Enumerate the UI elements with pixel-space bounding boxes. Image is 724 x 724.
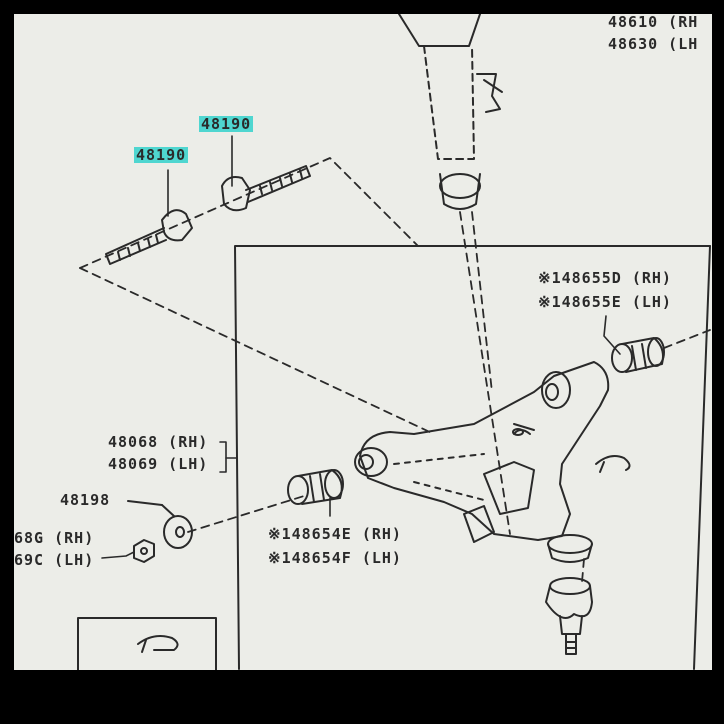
parts-diagram-sheet: 48610 (RH 48630 (LH 48190 48190 ※148655D… — [14, 14, 712, 670]
cam-plate-label: 48198 — [60, 491, 111, 509]
bushing-icon-rear — [611, 337, 665, 373]
shock-absorber-icon — [398, 14, 503, 210]
callout-leaders — [101, 135, 621, 559]
front-bushing-rh-label: ※148654E (RH) — [268, 525, 402, 543]
lower-control-arm-icon — [354, 361, 610, 543]
cam-washer-icon — [127, 500, 193, 549]
bolt-icon-upper — [221, 165, 311, 212]
nut-lh-label: 69C (LH) — [14, 551, 95, 569]
subassembly-box — [77, 617, 217, 670]
assembly-frame-box — [234, 245, 711, 670]
arm-rh-label: 48068 (RH) — [108, 433, 209, 451]
shock-rh-label: 48610 (RH — [608, 14, 699, 31]
bolt-lower-part-number: 48190 — [134, 146, 189, 164]
bolt-upper-part-number: 48190 — [199, 115, 254, 133]
rear-bushing-lh-label: ※148655E (LH) — [538, 293, 672, 311]
front-bushing-lh-label: ※148654F (LH) — [268, 549, 402, 567]
bolt-icon-lower — [105, 209, 193, 265]
bushing-icon-front — [287, 469, 344, 505]
clip-icon-right — [595, 455, 631, 473]
ball-joint-icon — [545, 534, 593, 655]
clip-icon-lower-left — [137, 635, 179, 653]
nut-icon — [133, 539, 155, 563]
rear-bushing-rh-label: ※148655D (RH) — [538, 269, 672, 287]
arm-lh-label: 48069 (LH) — [108, 455, 209, 473]
shock-lh-label: 48630 (LH — [608, 35, 699, 53]
nut-rh-label: 68G (RH) — [14, 529, 95, 547]
diagram-artwork — [77, 14, 711, 670]
